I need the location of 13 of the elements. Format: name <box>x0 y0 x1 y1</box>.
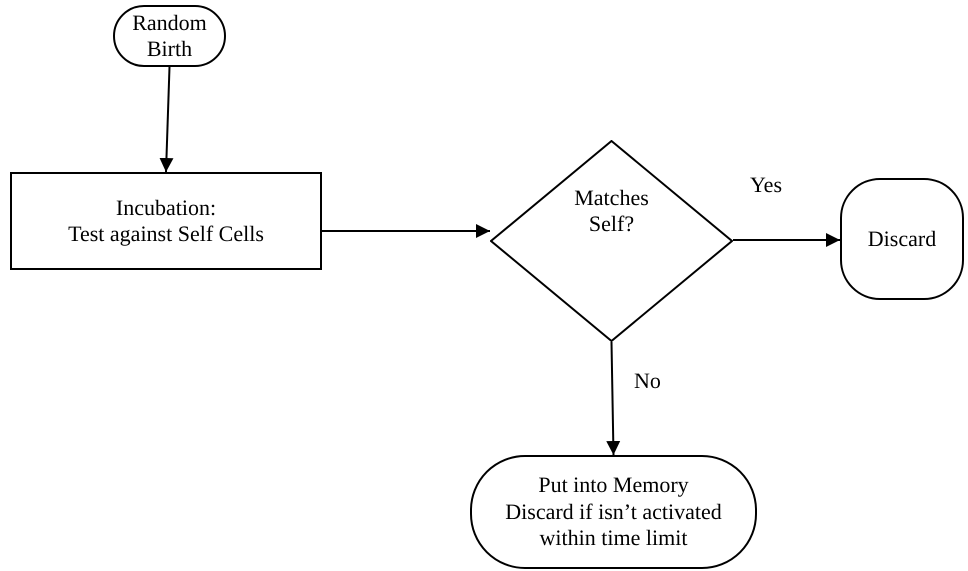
node-text: Put into Memory <box>538 472 689 499</box>
arrow <box>322 224 490 238</box>
node-text: Random Birth <box>131 10 208 62</box>
node-text: Matches Self? <box>573 184 650 238</box>
arrow <box>606 342 620 456</box>
arrow <box>733 233 840 247</box>
node-text: Test against Self Cells <box>68 221 264 248</box>
node-text: Discard if isn’t activated within time limit <box>504 498 723 552</box>
end-terminal <box>840 178 964 300</box>
node-text: Incubation: <box>116 194 216 221</box>
arrow <box>159 66 174 172</box>
process-box <box>10 172 322 270</box>
node-text: Discard <box>868 226 936 252</box>
